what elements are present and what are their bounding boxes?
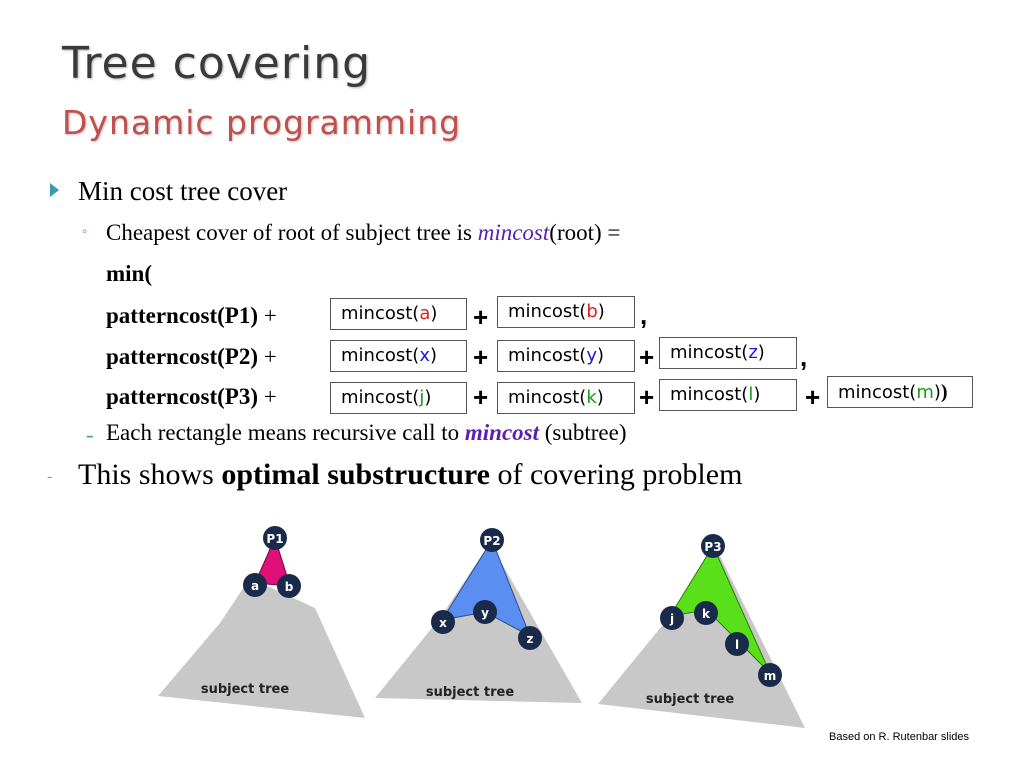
svg-text:P3: P3 [704, 540, 721, 554]
dash-bullet-icon: - [86, 422, 94, 447]
node-l [725, 632, 749, 656]
comma: , [800, 342, 808, 372]
node-p2 [480, 528, 504, 552]
mincost-box-j: mincost(j) [330, 382, 467, 414]
mincost-box-a: mincost(a) [330, 298, 467, 330]
plus-sign: + [639, 342, 655, 372]
closing-paren: ) [940, 381, 948, 403]
svg-text:k: k [702, 607, 711, 621]
cheapest-cover-text: Cheapest cover of root of subject tree i… [106, 220, 478, 245]
mincost-term: mincost [464, 420, 539, 445]
pattern-row-3: patterncost(P3) + [106, 384, 277, 410]
node-m [758, 663, 782, 687]
node-p3 [701, 534, 725, 558]
svg-text:b: b [285, 580, 294, 594]
tree-p2: P2 x y z subject tree [375, 528, 582, 703]
credit-footnote: Based on R. Rutenbar slides [829, 731, 970, 743]
svg-text:m: m [764, 669, 777, 683]
svg-text:P2: P2 [483, 534, 500, 548]
note-line: Each rectangle means recursive call to m… [106, 420, 627, 446]
note-subtree: (subtree) [539, 420, 627, 445]
bullet-min-cost: Min cost tree cover [78, 176, 288, 206]
plus-sign: + [263, 344, 277, 369]
svg-text:z: z [527, 632, 534, 646]
slide-title: Tree covering [62, 38, 372, 89]
node-y [473, 600, 497, 624]
mincost-box-x: mincost(x) [330, 340, 467, 372]
plus-sign: + [473, 382, 489, 412]
mincost-box-y: mincost(y) [497, 340, 635, 372]
optimal-substructure-line: This shows optimal substructure of cover… [78, 458, 743, 491]
pattern-p1-shape [254, 536, 291, 587]
svg-text:a: a [251, 579, 259, 593]
plus-sign: + [805, 382, 821, 412]
mincost-box-l: mincost(l) [659, 379, 797, 411]
pattern-label: patterncost(P3) [106, 384, 259, 409]
pattern-label: patterncost(P1) [106, 303, 259, 328]
node-a [243, 573, 267, 597]
svg-text:l: l [735, 638, 739, 652]
circle-bullet-icon: ◦ [82, 224, 88, 240]
node-x [431, 610, 455, 634]
plus-sign: + [263, 384, 277, 409]
plus-sign: + [473, 302, 489, 332]
plus-sign: + [473, 342, 489, 372]
node-b [277, 574, 301, 598]
plus-sign: + [639, 382, 655, 412]
optimal-substructure-term: optimal substructure [221, 458, 490, 491]
subject-tree-shape [158, 578, 365, 718]
svg-text:x: x [439, 616, 447, 630]
subject-tree-label: subject tree [201, 682, 289, 697]
mincost-box-z: mincost(z) [659, 337, 797, 369]
svg-text:P1: P1 [266, 532, 283, 546]
pattern-label: patterncost(P2) [106, 344, 259, 369]
min-line: min( [106, 261, 152, 286]
node-k [694, 601, 718, 625]
node-z [518, 626, 542, 650]
svg-text:j: j [669, 612, 674, 626]
cheapest-cover-line: Cheapest cover of root of subject tree i… [106, 220, 620, 246]
tree-p3: P3 j k l m subject tree [598, 534, 805, 728]
subject-tree-diagrams: P1 a b subject tree P2 x y z subject tre… [158, 526, 805, 728]
pattern-row-2: patterncost(P2) + [106, 344, 277, 370]
slide-subtitle: Dynamic programming [62, 103, 462, 142]
mincost-box-m: mincost(m)) [827, 376, 973, 408]
node-j [660, 606, 684, 630]
note-text: Each rectangle means recursive call to [106, 420, 465, 445]
mincost-box-b: mincost(b) [497, 296, 635, 328]
cheapest-cover-root: (root) = [549, 220, 621, 245]
svg-text:y: y [481, 606, 489, 620]
mincost-box-k: mincost(k) [497, 382, 635, 414]
mincost-term: mincost [477, 220, 550, 245]
bullet-arrow-icon [50, 183, 59, 197]
tree-p1: P1 a b subject tree [158, 526, 365, 718]
pattern-row-1: patterncost(P1) + [106, 303, 277, 329]
subject-tree-shape [375, 543, 582, 703]
dash-bullet-icon: - [47, 468, 53, 485]
subject-tree-shape [598, 546, 805, 728]
plus-sign: + [263, 303, 277, 328]
node-p1 [263, 526, 287, 550]
subject-tree-label: subject tree [426, 685, 514, 700]
comma: , [640, 300, 648, 330]
subject-tree-label: subject tree [646, 692, 734, 707]
